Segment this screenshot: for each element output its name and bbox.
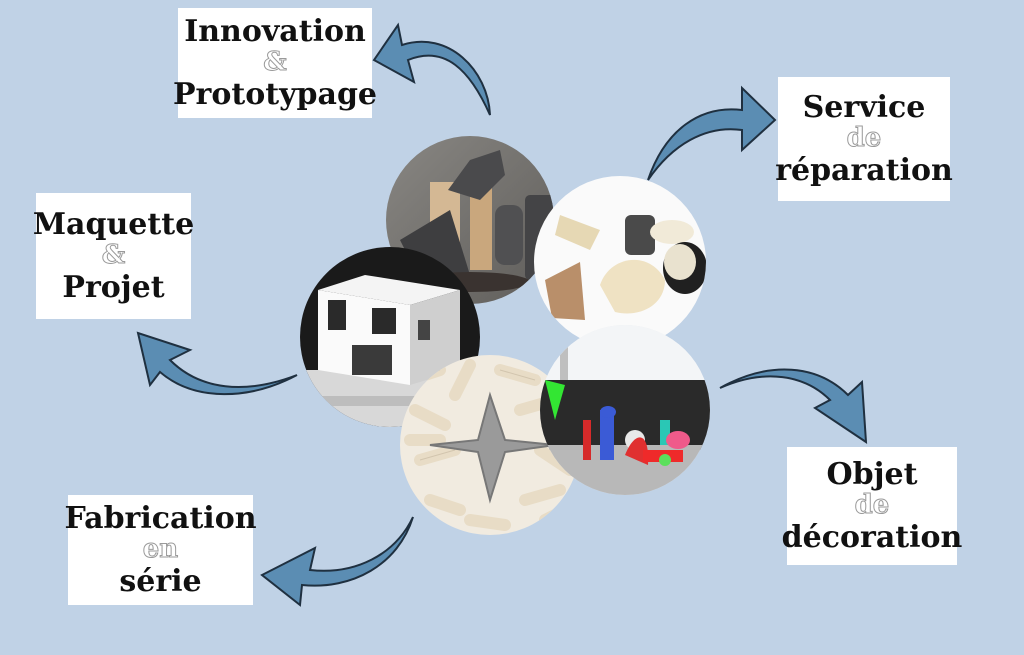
label-maquette: Maquette & Projet: [32, 193, 195, 319]
arrow-maquette: [136, 331, 298, 396]
arrow-innovation: [372, 22, 491, 116]
label-maquette-line1: Maquette: [32, 206, 195, 242]
label-innovation-line1: Innovation: [184, 13, 366, 49]
cream-plastic-parts-photo: [534, 176, 706, 348]
label-innovation: Innovation & Prototypage: [173, 8, 377, 118]
label-service: Service de réparation: [775, 77, 953, 201]
label-service-line1: Service: [802, 89, 926, 125]
label-objet: Objet de décoration: [782, 447, 962, 565]
label-fabrication-line1: Fabrication: [64, 500, 257, 536]
label-innovation-connector: &: [263, 47, 288, 78]
arrow-fabrication: [260, 516, 414, 607]
label-maquette-line2: Projet: [62, 269, 165, 305]
arrow-service: [647, 85, 777, 181]
label-service-line2: réparation: [775, 152, 953, 188]
label-objet-line2: décoration: [781, 519, 963, 555]
label-objet-line1: Objet: [826, 456, 918, 492]
arrow-objet: [719, 368, 868, 444]
colorful-printed-figurines-photo: [540, 325, 710, 495]
label-objet-connector: de: [854, 490, 890, 521]
label-fabrication: Fabrication en série: [64, 495, 257, 605]
label-innovation-line2: Prototypage: [173, 76, 378, 112]
label-fabrication-connector: en: [142, 534, 179, 565]
label-maquette-connector: &: [101, 240, 126, 271]
label-service-connector: de: [846, 123, 882, 154]
label-fabrication-line2: série: [119, 563, 202, 599]
